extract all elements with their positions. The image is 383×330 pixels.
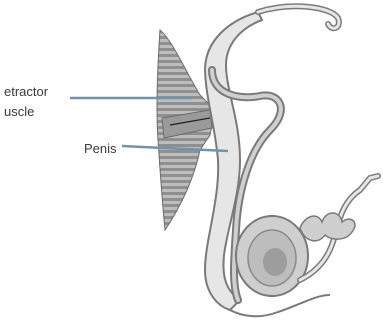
- gland-inner: [263, 248, 287, 276]
- retractor-label-line2: uscle: [4, 104, 34, 119]
- penis-label: Penis: [84, 141, 117, 156]
- lower-connector: [230, 295, 330, 316]
- vesicle-cluster: [300, 213, 355, 241]
- retractor-label-line1: etractor: [4, 84, 49, 99]
